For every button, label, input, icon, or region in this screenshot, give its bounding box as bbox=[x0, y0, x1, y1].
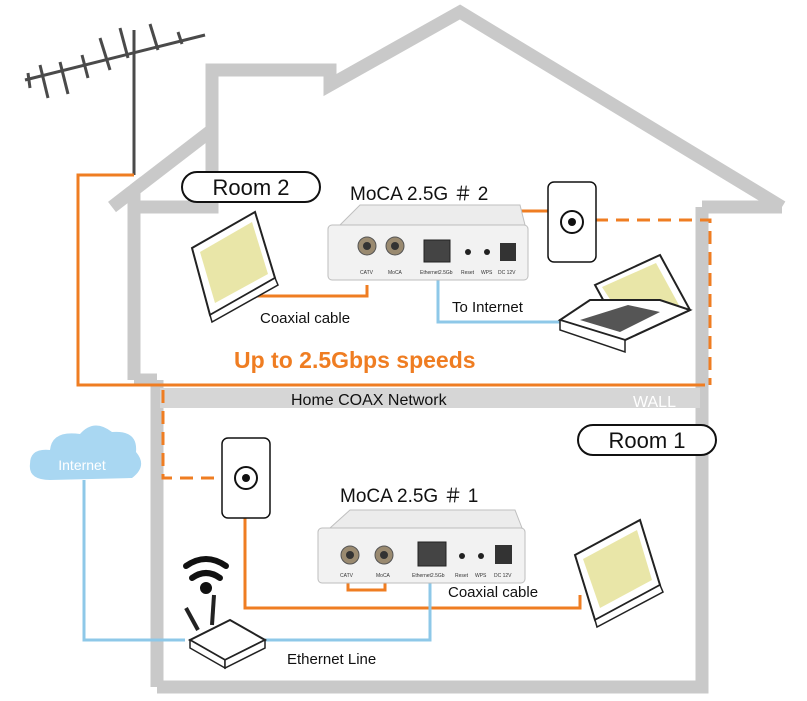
room2-label: Room 2 bbox=[181, 171, 321, 203]
wall-outlet-lower-icon bbox=[221, 437, 271, 519]
moca2-port-catv: CATV bbox=[360, 270, 374, 276]
moca1-port-catv: CATV bbox=[340, 573, 354, 579]
moca1-port-dc: DC 12V bbox=[494, 573, 512, 579]
tv-upper-icon bbox=[190, 210, 279, 324]
moca2-port-moca: MoCA bbox=[388, 270, 403, 276]
moca2-port-reset: Reset bbox=[461, 270, 475, 276]
router-icon bbox=[184, 594, 268, 670]
coax-upper-label: Coaxial cable bbox=[260, 310, 350, 327]
moca1-port-moca: MoCA bbox=[376, 573, 391, 579]
moca1-port-reset: Reset bbox=[455, 573, 469, 579]
room2-text: Room 2 bbox=[212, 175, 289, 200]
antenna-icon bbox=[24, 23, 206, 175]
wall-outlet-upper-icon bbox=[547, 181, 597, 263]
moca2-port-dc: DC 12V bbox=[498, 270, 516, 276]
speed-label: Up to 2.5Gbps speeds bbox=[234, 347, 476, 373]
moca1-port-ethernet: Ethernet2.5Gb bbox=[412, 573, 445, 579]
moca1-device: CATV MoCA Ethernet2.5Gb Reset WPS DC 12V bbox=[317, 509, 526, 584]
moca1-title: MoCA 2.5G ＃ 1 bbox=[340, 486, 478, 507]
house-upper-walls bbox=[127, 200, 782, 400]
tv-lower-icon bbox=[573, 518, 664, 629]
room1-label: Room 1 bbox=[577, 424, 717, 456]
internet-cloud-icon: Internet bbox=[29, 425, 142, 480]
internet-cloud-label: Internet bbox=[58, 457, 106, 473]
ethernet-cables bbox=[82, 265, 585, 642]
network-label: Home COAX Network bbox=[291, 392, 448, 409]
moca2-port-ethernet: Ethernet2.5Gb bbox=[420, 270, 453, 276]
coax-dashed-links bbox=[161, 218, 712, 480]
floor-band bbox=[160, 388, 700, 408]
moca2-title: MoCA 2.5G ＃ 2 bbox=[350, 184, 488, 205]
moca2-device: CATV MoCA Ethernet2.5Gb Reset WPS DC 12V bbox=[327, 204, 529, 281]
ethernet-line-label: Ethernet Line bbox=[287, 651, 376, 668]
wall-label: WALL bbox=[633, 394, 676, 411]
wifi-icon bbox=[183, 556, 229, 594]
moca1-port-wps: WPS bbox=[475, 573, 487, 579]
moca2-port-wps: WPS bbox=[481, 270, 493, 276]
room1-text: Room 1 bbox=[608, 428, 685, 453]
coax-lower-label: Coaxial cable bbox=[448, 584, 538, 601]
laptop-icon bbox=[557, 253, 693, 354]
to-internet-label: To Internet bbox=[452, 299, 524, 316]
